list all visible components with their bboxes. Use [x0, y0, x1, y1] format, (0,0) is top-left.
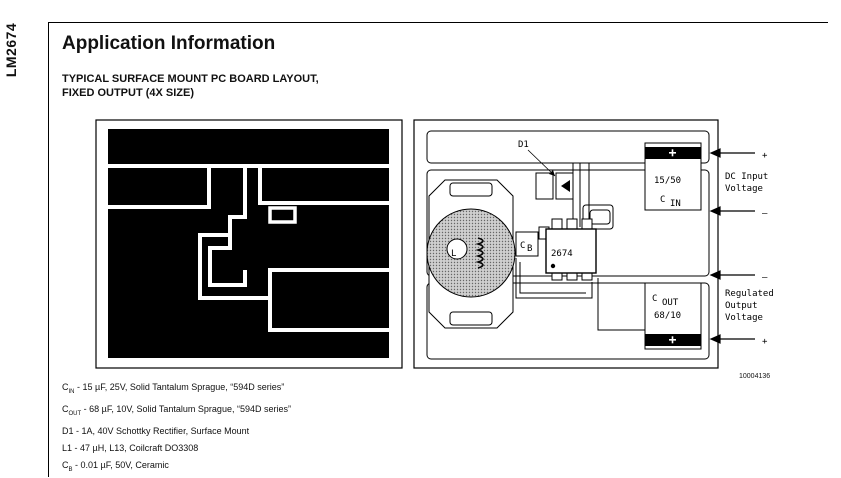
lm2674-ic: [538, 218, 597, 281]
figure-number: 10004136: [739, 373, 771, 380]
component-layout: [413, 119, 755, 369]
output-minus: –: [762, 273, 768, 283]
inductor-label: L: [451, 249, 456, 259]
cb-sub: B: [527, 244, 532, 254]
cin-sub: IN: [670, 199, 681, 209]
cout-capacitor: [644, 282, 702, 350]
note-d1: D1 - 1A, 40V Schottky Rectifier, Surface…: [62, 425, 250, 436]
d1-label: D1: [518, 140, 529, 150]
cout-sub: OUT: [662, 298, 679, 308]
vertical-rule: [48, 22, 49, 477]
cout-value: 68/10: [654, 311, 681, 321]
regulated-label-3: Voltage: [725, 313, 763, 323]
figure-subtitle: TYPICAL SURFACE MOUNT PC BOARD LAYOUT, F…: [62, 72, 319, 100]
cb-capacitor: [515, 231, 539, 257]
page-title: Application Information: [62, 33, 276, 54]
regulated-label-1: Regulated: [725, 289, 774, 299]
cin-label: C: [660, 195, 665, 205]
d1-diode: [527, 149, 574, 200]
subtitle-line-1: TYPICAL SURFACE MOUNT PC BOARD LAYOUT,: [62, 73, 319, 85]
copper-layer-artwork: [95, 119, 403, 369]
note-cout: COUT - 68 µF, 10V, Solid Tantalum Spragu…: [62, 403, 291, 417]
inductor: [426, 179, 516, 329]
dc-input-label-1: DC Input: [725, 172, 768, 182]
output-plus: +: [762, 337, 768, 347]
cin-capacitor: [644, 142, 702, 211]
cout-label: C: [652, 294, 657, 304]
cin-value: 15/50: [654, 176, 681, 186]
note-l1: L1 - 47 µH, L13, Coilcraft DO3308: [62, 442, 199, 453]
dc-input-label-2: Voltage: [725, 184, 763, 194]
component-notes: CIN - 15 µF, 25V, Solid Tantalum Sprague…: [62, 379, 291, 478]
subtitle-line-2: FIXED OUTPUT (4X SIZE): [62, 87, 195, 99]
dc-input-plus: +: [762, 151, 768, 161]
note-cb: CB - 0.01 µF, 50V, Ceramic: [62, 459, 169, 473]
dc-input-minus: –: [762, 209, 768, 219]
ic-label: 2674: [551, 249, 573, 259]
horizontal-rule: [48, 22, 828, 23]
cb-label: C: [520, 241, 525, 251]
regulated-label-2: Output: [725, 301, 758, 311]
note-cin: CIN - 15 µF, 25V, Solid Tantalum Sprague…: [62, 382, 285, 395]
